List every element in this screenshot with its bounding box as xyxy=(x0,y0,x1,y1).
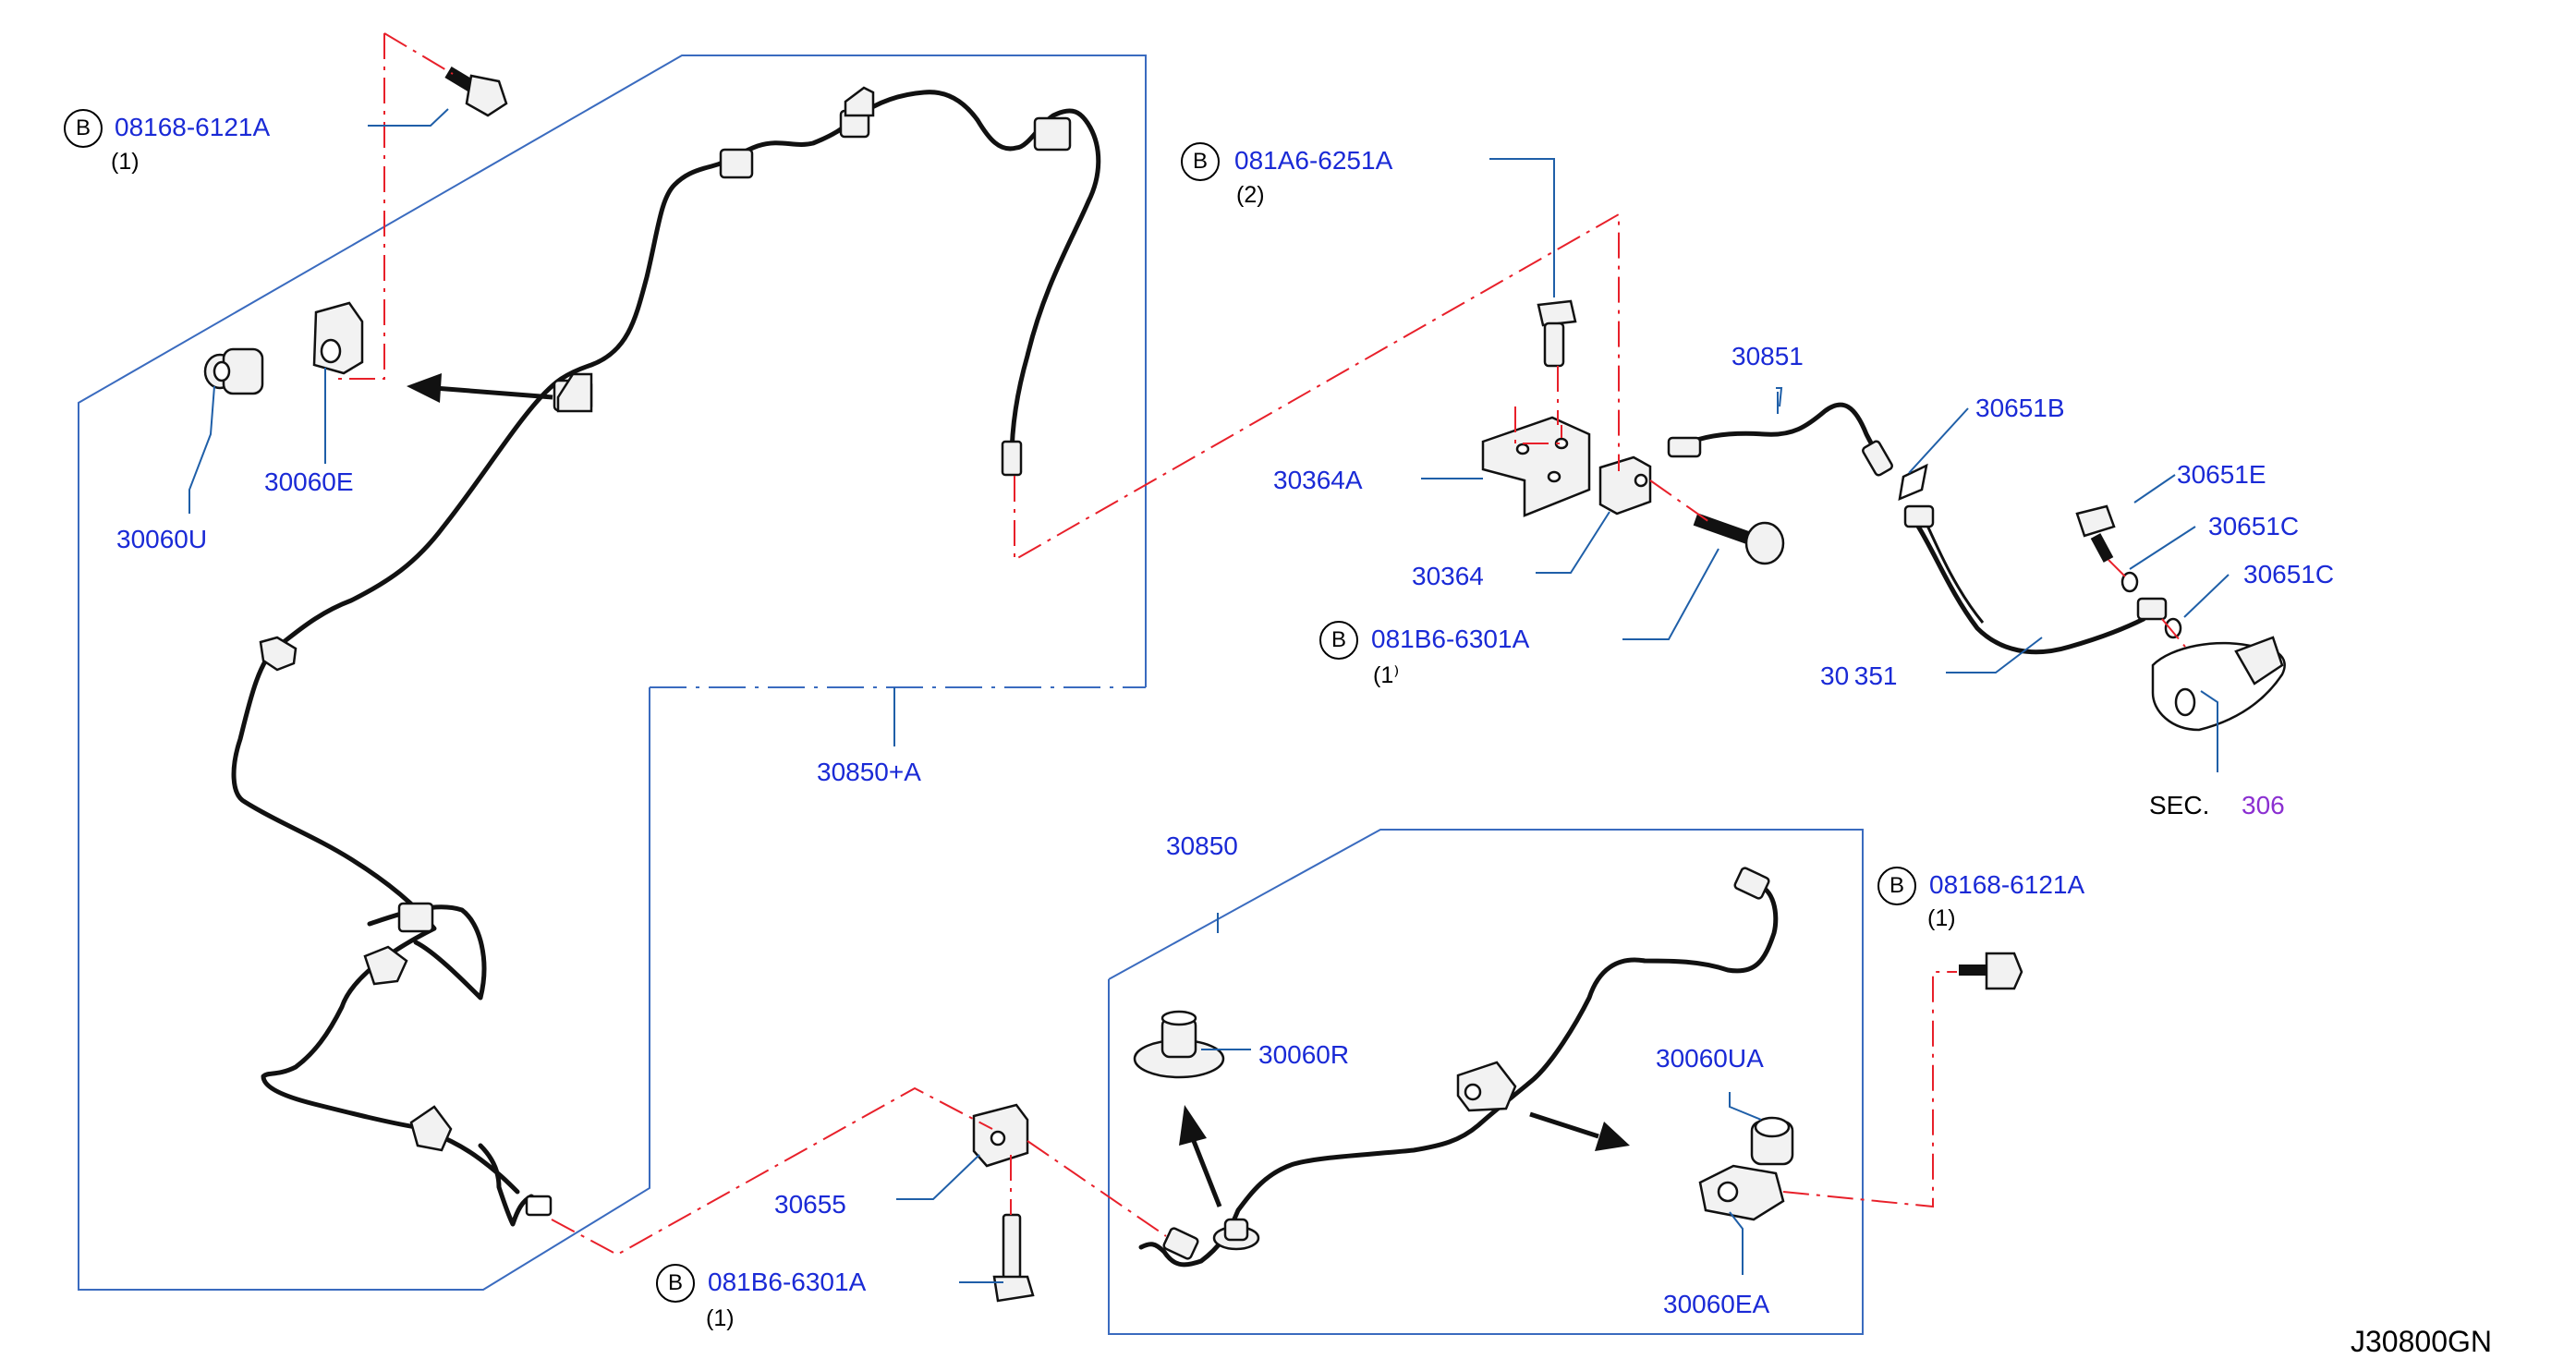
part-label-30060ea[interactable]: 30060EA xyxy=(1663,1290,1770,1318)
bolt-08168-right-drawing xyxy=(1959,952,2023,990)
clip-30651b-drawing xyxy=(1898,463,1928,502)
bolt-marker-08168-right: B xyxy=(1877,867,1916,905)
part-label-081a6-6251a[interactable]: 081A6-6251A xyxy=(1234,146,1393,175)
part-label-30364a[interactable]: 30364A xyxy=(1273,466,1363,494)
bolt-marker-08168-top: B xyxy=(64,109,103,148)
block-30655-drawing xyxy=(972,1103,1029,1168)
frame-30850-a xyxy=(78,55,1147,1291)
brake-tube-30850-a xyxy=(231,90,1101,1195)
part-label-30850-a[interactable]: 30850+A xyxy=(817,758,921,786)
part-label-30651c-lower[interactable]: 30651C xyxy=(2243,560,2335,588)
part-label-30651c-upper[interactable]: 30651C xyxy=(2208,512,2300,540)
clip-30060e-drawing xyxy=(312,301,364,375)
washer-30651c-drawing xyxy=(2120,571,2182,639)
flare-nut-30850-top xyxy=(1733,867,1770,900)
bolt-marker-081b6-bottom: B xyxy=(656,1264,695,1303)
section-ref-number[interactable]: 306 xyxy=(2242,791,2285,819)
block-30364-drawing xyxy=(1598,455,1652,516)
phantom-lines xyxy=(337,32,2186,1256)
bolt-081b6-mid-drawing xyxy=(1693,513,1785,565)
bolt-marker-081a6: B xyxy=(1181,142,1220,181)
hose-fitting-upper xyxy=(1903,504,1935,528)
arrow-to-30060r xyxy=(1179,1105,1222,1207)
grommet-30060ua-drawing xyxy=(1750,1116,1794,1166)
grommet-30060r-drawing xyxy=(1133,1010,1225,1079)
bracket-30364a-drawing xyxy=(1481,416,1591,517)
tube-clamp-group-a xyxy=(259,86,1072,1217)
part-label-081b6-6301a-mid[interactable]: 081B6-6301A xyxy=(1371,625,1530,653)
bolt-081a6-drawing xyxy=(1537,299,1577,368)
diagram-code: J30800GN xyxy=(2351,1325,2492,1358)
frame-30850 xyxy=(1108,829,1864,1335)
flare-nut-30851-end xyxy=(1862,440,1893,477)
part-label-30651b[interactable]: 30651B xyxy=(1975,394,2065,422)
clamp-30850-drawing xyxy=(1456,1061,1517,1112)
part-label-30060r[interactable]: 30060R xyxy=(1258,1040,1350,1069)
part-label-30655[interactable]: 30655 xyxy=(774,1190,846,1219)
brake-tube-30851 xyxy=(1684,402,1888,469)
bolt-08168-top-drawing xyxy=(444,66,508,117)
qty-label-081a6: (2) xyxy=(1236,182,1265,208)
part-label-30060ua[interactable]: 30060UA xyxy=(1656,1044,1764,1073)
part-label-30060e[interactable]: 30060E xyxy=(264,467,354,496)
bolt-30651e-drawing xyxy=(2075,504,2116,563)
part-label-30851[interactable]: 30851 xyxy=(1732,342,1804,370)
arrow-to-30060ua xyxy=(1529,1111,1630,1151)
hose-30651 xyxy=(1914,522,2146,655)
grommet-30060u-drawing xyxy=(203,347,264,395)
qty-label-081b6-mid: (1⁾ xyxy=(1373,662,1400,688)
brake-tube-tail xyxy=(478,1143,548,1227)
part-label-30651[interactable]: 30 351 xyxy=(1820,661,1898,690)
bolt-081b6-bottom-drawing xyxy=(992,1213,1035,1303)
part-label-08168-6121a-top[interactable]: 08168-6121A xyxy=(115,113,271,141)
hose-fitting-lower xyxy=(2136,597,2168,621)
qty-label-081b6-bottom: (1) xyxy=(706,1305,735,1331)
qty-label-08168-top: (1) xyxy=(111,149,140,175)
part-label-30651e[interactable]: 30651E xyxy=(2177,460,2266,489)
grommet-lower-drawing xyxy=(1212,1218,1260,1251)
leader-lines xyxy=(188,108,2230,1283)
part-label-30364[interactable]: 30364 xyxy=(1412,562,1484,590)
arrow-to-30060e xyxy=(407,373,553,403)
caliper-sec306-drawing xyxy=(2151,636,2286,732)
bolt-marker-081b6-mid: B xyxy=(1319,621,1358,660)
brake-tube-30850 xyxy=(1138,882,1779,1268)
flare-nut-30851 xyxy=(1667,436,1702,458)
qty-label-08168-right: (1) xyxy=(1927,905,1956,931)
part-label-081b6-6301a-bottom[interactable]: 081B6-6301A xyxy=(708,1268,867,1296)
section-ref-prefix: SEC. xyxy=(2149,791,2210,819)
part-label-08168-6121a-right[interactable]: 08168-6121A xyxy=(1929,870,2085,899)
part-label-30850[interactable]: 30850 xyxy=(1166,831,1238,860)
part-label-30060u[interactable]: 30060U xyxy=(116,525,208,553)
clip-30060ea-drawing xyxy=(1698,1164,1785,1221)
flare-nut-30850-bottom xyxy=(1162,1227,1199,1260)
